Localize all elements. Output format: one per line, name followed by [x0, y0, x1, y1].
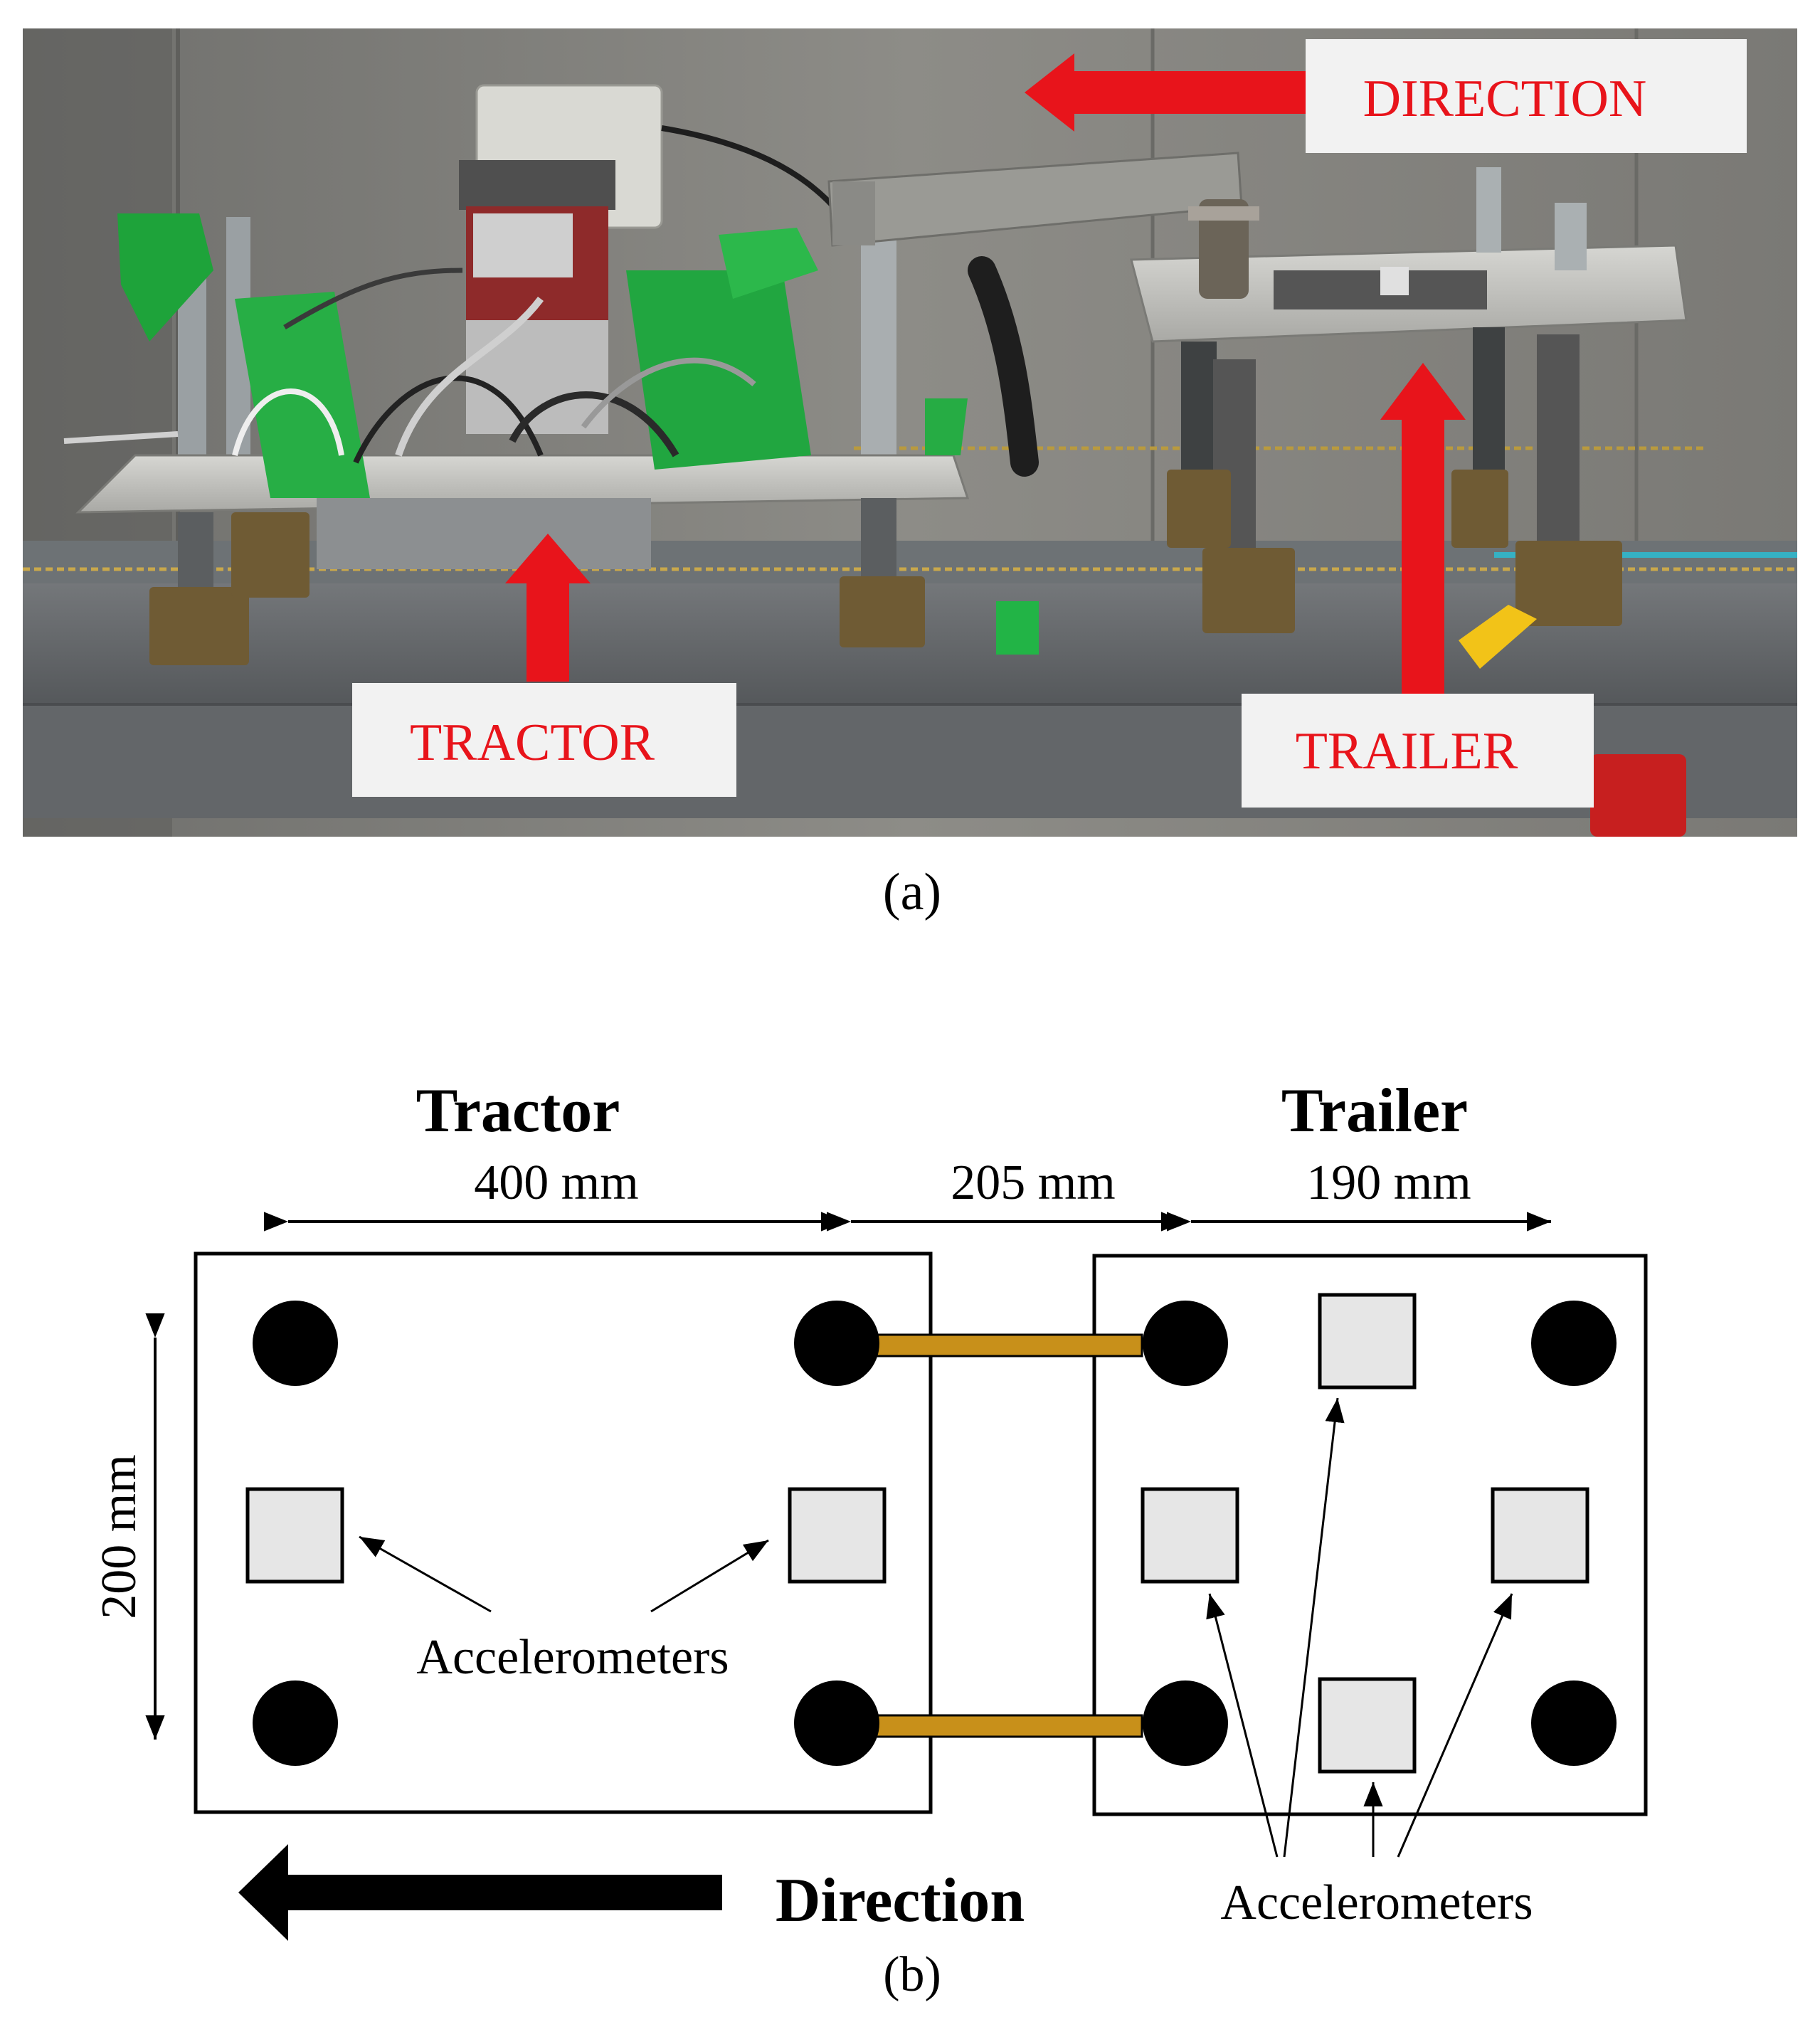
- trailer-accelerometers-label: Accelerometers: [1220, 1875, 1533, 1930]
- trailer-length-label: 190 mm: [1306, 1155, 1471, 1210]
- tractor-length-label: 400 mm: [474, 1155, 638, 1210]
- trailer-arrow-red: [1380, 363, 1466, 694]
- tractor-wheel-front-top: [253, 1301, 338, 1386]
- tractor-arrow-red: [505, 534, 591, 682]
- panel-a-photo: DIRECTION TRACTOR TRAILER: [23, 28, 1797, 837]
- gap-length-label: 205 mm: [951, 1155, 1115, 1210]
- trailer-wheel-rear-top: [1531, 1301, 1617, 1386]
- tractor-vehicle-photo: [63, 84, 1039, 665]
- width-label: 200 mm: [92, 1454, 147, 1619]
- caption-b: (b): [883, 1947, 941, 2002]
- trailer-wheel-rear-bottom: [1531, 1680, 1617, 1766]
- trailer-accelerometer-rear: [1491, 1487, 1589, 1584]
- panel-b-schematic: Tractor Trailer 400 mm 205 mm 190 mm 200…: [92, 1076, 1648, 1941]
- tractor-label: TRACTOR: [410, 714, 655, 772]
- tractor-accelerometer-front: [245, 1487, 344, 1584]
- trailer-accelerometer-top: [1318, 1293, 1417, 1390]
- tractor-wheel-rear-top: [794, 1301, 879, 1386]
- tractor-wheel-front-bottom: [253, 1680, 338, 1766]
- tractor-accelerometer-pointer-right: [650, 1539, 769, 1613]
- direction-label-box: [1306, 39, 1747, 153]
- direction-label-b: Direction: [776, 1866, 1025, 1935]
- tractor-accelerometer-rear: [788, 1487, 887, 1584]
- tractor-accelerometers-label: Accelerometers: [416, 1630, 729, 1685]
- caption-a: (a): [883, 863, 941, 921]
- trailer-wheel-front-bottom: [1143, 1680, 1228, 1766]
- tractor-wheel-rear-bottom: [794, 1680, 879, 1766]
- trailer-accelerometer-pointer-rear: [1397, 1593, 1513, 1858]
- hitch-bar-bottom: [835, 1714, 1143, 1738]
- trailer-label-box: [1242, 694, 1594, 808]
- hitch-bar-top: [835, 1333, 1143, 1357]
- trailer-accelerometer-front: [1141, 1487, 1239, 1584]
- trailer-wheel-front-top: [1143, 1301, 1228, 1386]
- trailer-accelerometer-pointer-top: [1283, 1397, 1345, 1858]
- direction-arrow-red: [1025, 53, 1306, 132]
- direction-label: DIRECTION: [1363, 70, 1647, 128]
- trailer-accelerometer-pointer-front: [1206, 1593, 1279, 1858]
- tractor-accelerometer-pointer-left: [359, 1535, 492, 1613]
- trailer-title: Trailer: [1281, 1076, 1468, 1145]
- trailer-accelerometer-bottom: [1318, 1677, 1417, 1774]
- tractor-title: Tractor: [416, 1076, 620, 1145]
- trailer-label: TRAILER: [1296, 722, 1518, 780]
- tractor-label-box: [352, 683, 736, 797]
- trailer-vehicle-photo: [1130, 167, 1688, 837]
- direction-arrow-black: [238, 1844, 722, 1941]
